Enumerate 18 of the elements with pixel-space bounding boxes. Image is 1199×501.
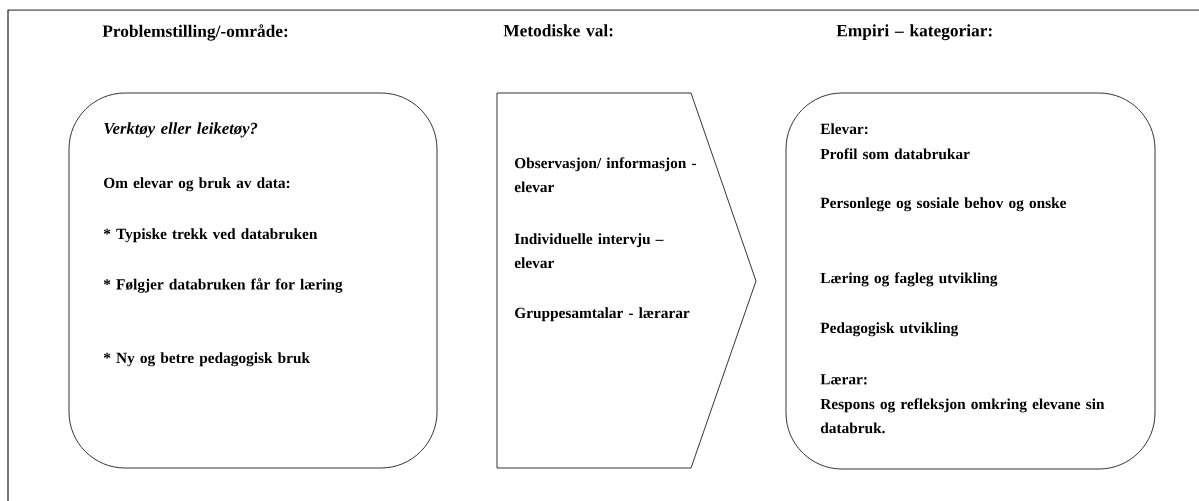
- box-text: Lærar:: [820, 374, 867, 385]
- box-text: Respons og refleksjon omkring elevane sin databruk.: [820, 398, 1105, 434]
- bullet-item: * Typiske trekk ved databruken: [103, 228, 318, 243]
- box-text: Profil som databrukar: [820, 148, 970, 160]
- box-text: Personlege og sosiale behov og onske: [820, 197, 1067, 212]
- bullet-item: * Ny og betre pedagogisk bruk: [103, 352, 310, 367]
- bullet-item: * Følgjer databruken får for læring: [103, 278, 343, 293]
- column-heading: Problemstilling/-område:: [102, 24, 288, 41]
- box-text: Observasjon/ informasjon - elevar: [514, 157, 696, 193]
- box-text: Læring og fagleg utvikling: [820, 272, 998, 287]
- box-text: Gruppesamtalar - lærarar: [515, 307, 690, 322]
- box-text: Individuelle intervju – elevar: [514, 233, 664, 269]
- column-heading: Empiri – kategoriar:: [836, 24, 992, 41]
- column-heading: Metodiske val:: [503, 24, 613, 37]
- box-text: Pedagogisk utvikling: [820, 322, 959, 337]
- box-text: Elevar:: [820, 123, 868, 135]
- box-text: Om elevar og bruk av data:: [104, 177, 290, 192]
- box-title: Verktøy eller leiketøy?: [104, 122, 258, 138]
